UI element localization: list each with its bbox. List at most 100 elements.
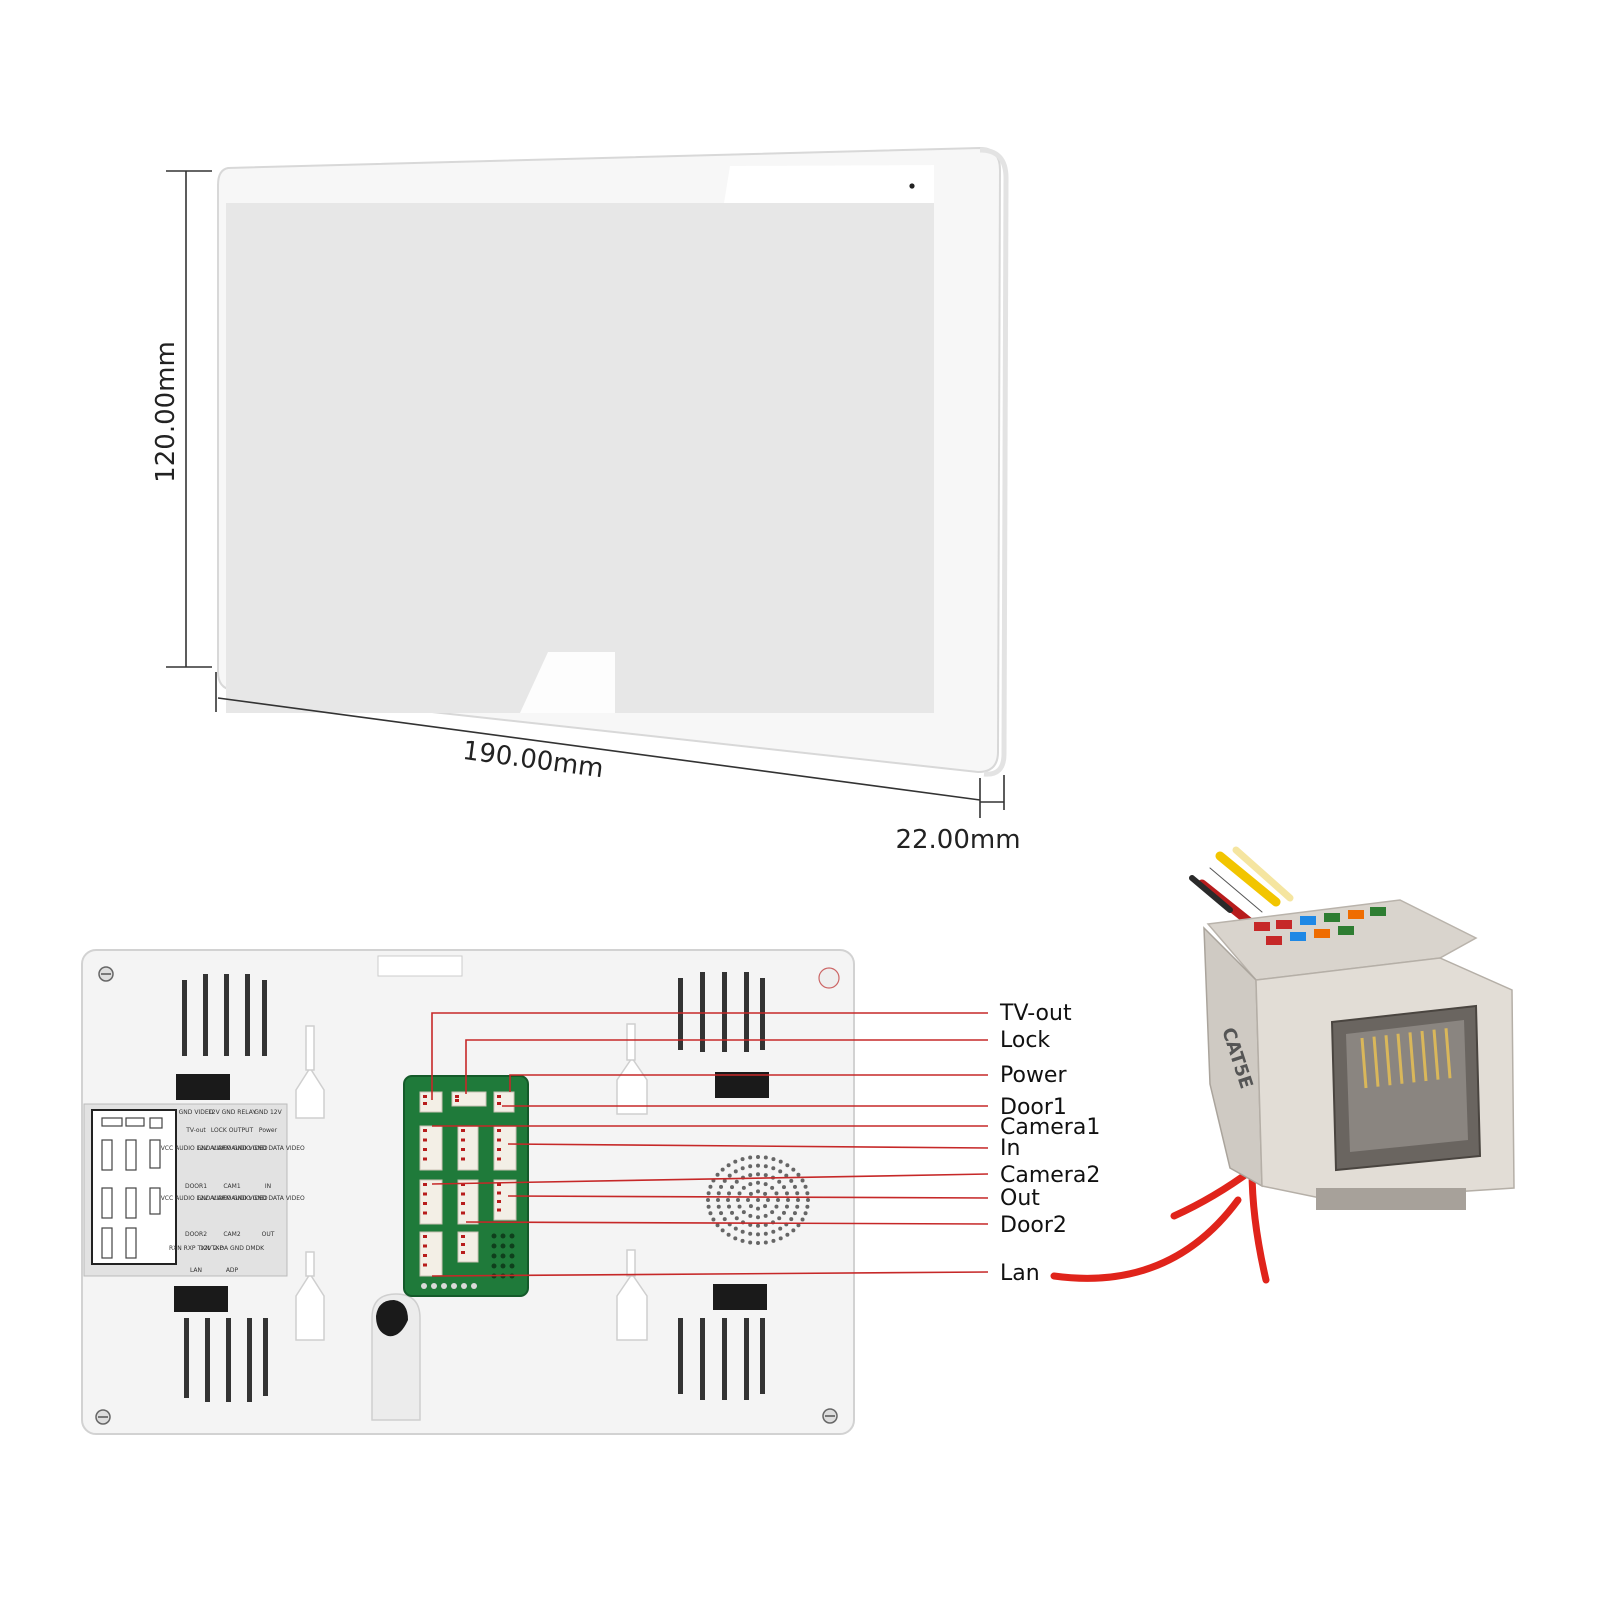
leader-line-tv-out — [431, 1012, 988, 1100]
pcb-hole — [491, 1243, 497, 1249]
pcb-pin — [423, 1254, 427, 1257]
speaker-hole — [806, 1198, 810, 1202]
port-label-group: TV-out Lock Power Door1 Camera1 In Camer… — [999, 1001, 1100, 1286]
speaker-hole — [756, 1155, 760, 1159]
pcb-pin — [461, 1202, 465, 1205]
sticker-text: VCC AUDIO GND VIDEO — [161, 1195, 232, 1202]
pcb-pin — [497, 1183, 501, 1186]
pcb-pin — [461, 1183, 465, 1186]
pcb-pin — [461, 1192, 465, 1196]
sticker-connector — [149, 1117, 163, 1129]
pcb-pad — [431, 1283, 437, 1289]
speaker-hole — [730, 1210, 735, 1215]
sticker-text: VCC AUDIO GND VIDEO — [161, 1145, 232, 1152]
speaker-hole — [708, 1184, 713, 1189]
sticker-connector — [125, 1117, 145, 1127]
pcb-pin — [423, 1235, 427, 1238]
jack-top-block — [1206, 899, 1478, 981]
pcb-hole — [500, 1233, 506, 1239]
rubber-pads — [174, 1072, 769, 1312]
speaker-hole — [756, 1172, 760, 1177]
sticker-text: AUDIO GND DATA VIDEO — [231, 1145, 305, 1152]
speaker-hole — [778, 1226, 783, 1231]
pcb-pin — [497, 1200, 501, 1203]
port-label-camera2: Camera2 — [1000, 1163, 1100, 1188]
screen-glare-top — [724, 165, 934, 203]
pcb-pin — [423, 1102, 427, 1105]
sticker-text: GND 12V — [254, 1109, 282, 1116]
pcb-pin — [497, 1095, 501, 1098]
pcb-pad — [471, 1283, 477, 1289]
speaker-hole — [763, 1231, 768, 1236]
sticker-text: GND VIDEO — [179, 1109, 214, 1116]
sticker-connector — [125, 1139, 137, 1171]
sticker-text: CAM2 — [223, 1231, 240, 1238]
speaker-hole — [763, 1240, 768, 1245]
speaker-hole — [756, 1198, 760, 1202]
port-label-lock: Lock — [1000, 1028, 1050, 1053]
dimension-lines — [166, 170, 1005, 818]
speaker-hole — [756, 1206, 760, 1211]
speaker-hole — [736, 1198, 740, 1202]
pcb-pin — [455, 1095, 459, 1098]
speaker-hole — [722, 1178, 727, 1183]
speaker-hole — [763, 1173, 768, 1178]
speaker-hole — [791, 1228, 796, 1233]
lan-arrow-curve — [1050, 1196, 1242, 1282]
speaker-hole — [748, 1240, 753, 1245]
speaker-hole — [716, 1204, 721, 1209]
sticker-text: DOOR1 — [185, 1183, 207, 1190]
speaker-hole — [756, 1180, 760, 1185]
speaker-hole — [740, 1157, 745, 1162]
speaker-hole — [734, 1179, 739, 1184]
jack-pin — [1444, 1028, 1452, 1079]
screw-bottom-left — [95, 1409, 111, 1425]
speaker-hole — [766, 1198, 770, 1202]
speaker-hole — [740, 1229, 745, 1234]
jack-pins — [1360, 1028, 1452, 1089]
speaker-hole — [733, 1169, 738, 1174]
speaker-hole — [748, 1191, 753, 1196]
sticker-connector — [101, 1227, 113, 1259]
speaker-hole — [778, 1159, 783, 1164]
pcb-hole — [509, 1243, 515, 1249]
jack-pin — [1420, 1030, 1428, 1082]
pcb-hole — [491, 1263, 497, 1269]
speaker-hole — [726, 1163, 731, 1168]
speaker-hole — [748, 1173, 753, 1178]
speaker-hole — [796, 1172, 801, 1177]
port-label-power: Power — [1000, 1063, 1067, 1088]
sticker-connector — [101, 1187, 113, 1219]
pcb-pin — [423, 1263, 427, 1267]
speaker-hole — [733, 1226, 738, 1231]
sticker-text: IN — [265, 1183, 271, 1190]
pcb-pin — [497, 1208, 501, 1212]
speaker-hole — [730, 1185, 735, 1190]
speaker-hole — [777, 1216, 782, 1221]
height-dimension-label: 120.00mm — [151, 341, 181, 483]
pcb-hole — [509, 1253, 515, 1259]
speaker-hole — [784, 1204, 789, 1209]
speaker-hole — [803, 1184, 808, 1189]
pcb-connector — [451, 1091, 487, 1107]
pcb-pin — [423, 1157, 427, 1161]
speaker-hole — [784, 1173, 789, 1178]
jack-pin — [1396, 1033, 1404, 1084]
jack-pin — [1408, 1032, 1416, 1083]
speaker-hole — [748, 1164, 753, 1169]
speaker-hole — [706, 1204, 711, 1209]
speaker-hole — [805, 1204, 810, 1209]
speaker-hole — [781, 1210, 786, 1215]
speaker-hole — [796, 1223, 801, 1228]
speaker-hole — [785, 1163, 790, 1168]
pcb-pad — [441, 1283, 447, 1289]
speaker-hole — [781, 1185, 786, 1190]
speaker-hole — [763, 1155, 768, 1160]
speaker-hole — [715, 1223, 720, 1228]
vent-slots — [182, 972, 765, 1402]
port-leader-lines — [431, 1012, 989, 1277]
speaker-hole — [733, 1159, 738, 1164]
speaker-hole — [800, 1178, 805, 1183]
speaker-hole — [711, 1217, 716, 1222]
